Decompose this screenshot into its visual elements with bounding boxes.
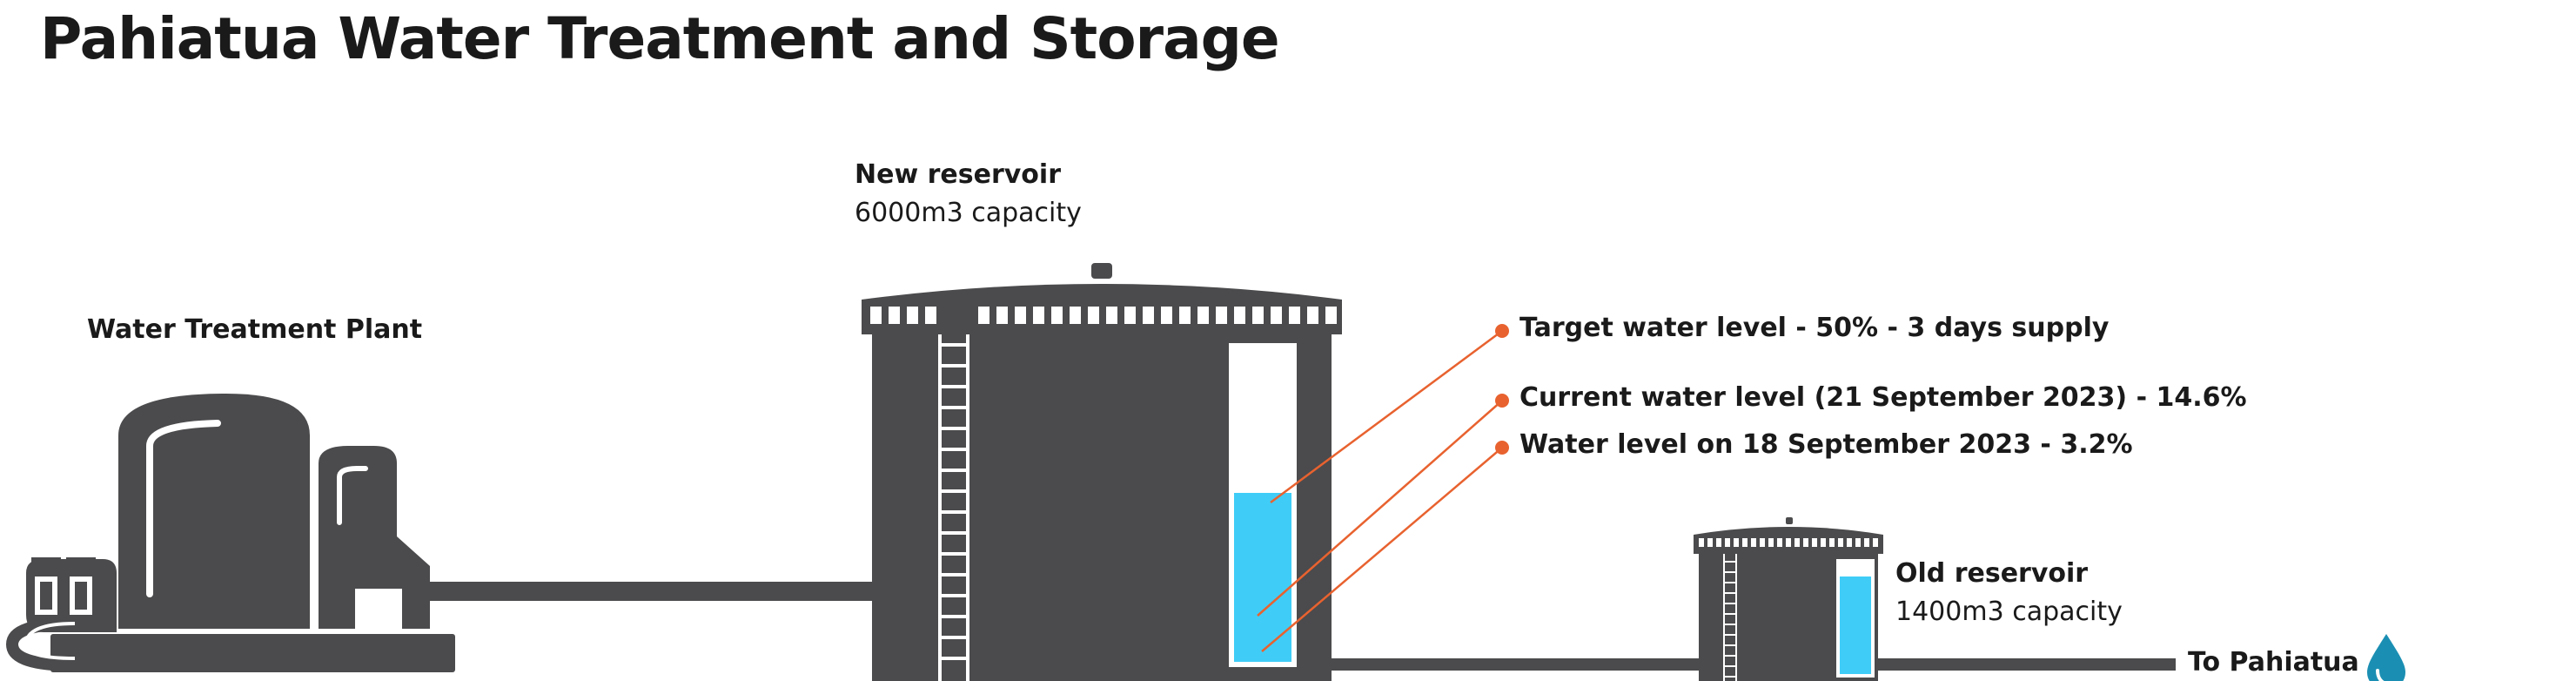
new-reservoir (862, 263, 1342, 681)
new-reservoir-roof-hatch (1091, 263, 1112, 279)
old-reservoir-name: Old reservoir (1895, 558, 2089, 589)
plant-side-unit (319, 446, 430, 629)
pipe-plant-to-new-reservoir (426, 582, 879, 601)
water-treatment-plant (5, 394, 455, 672)
plant-label: Water Treatment Plant (87, 314, 423, 345)
pipe-old-reservoir-to-town (1871, 658, 2176, 671)
page-title: Pahiatua Water Treatment and Storage (40, 5, 1280, 72)
previous-level-leader (1261, 447, 1503, 652)
level-leaders (1257, 329, 1503, 652)
old-reservoir-water-level (1840, 576, 1871, 674)
target-level-leader (1270, 329, 1503, 504)
plant-tank-highlight (146, 420, 221, 597)
new-reservoir-capacity: 6000m3 capacity (855, 198, 1082, 228)
current-level-dot (1495, 394, 1509, 408)
new-reservoir-ladder (938, 334, 969, 681)
previous-level-dot (1495, 441, 1509, 455)
new-reservoir-water-level (1234, 493, 1291, 662)
pipe-new-to-old-reservoir (1332, 658, 1706, 671)
plant-main-tank (118, 394, 310, 629)
target-level-label: Target water level - 50% - 3 days supply (1519, 313, 2110, 343)
previous-level-label: Water level on 18 September 2023 - 3.2% (1519, 429, 2133, 460)
plant-base (50, 634, 455, 672)
new-reservoir-roof (862, 284, 1342, 300)
current-level-leader (1257, 400, 1503, 617)
old-reservoir-roof (1694, 527, 1883, 535)
old-reservoir-railing (1699, 538, 1878, 547)
water-drop-icon (2367, 634, 2405, 681)
current-level-label: Current water level (21 September 2023) … (1519, 382, 2247, 413)
new-reservoir-railing (870, 307, 1337, 324)
plant-side-notch (355, 589, 402, 629)
old-reservoir-ladder (1723, 554, 1737, 681)
destination-label: To Pahiatua (2188, 647, 2359, 678)
new-reservoir-name: New reservoir (855, 159, 1061, 190)
old-reservoir-capacity: 1400m3 capacity (1895, 597, 2123, 627)
plant-side-highlight (337, 466, 368, 525)
old-reservoir (1694, 517, 1883, 681)
target-level-dot (1495, 324, 1509, 338)
